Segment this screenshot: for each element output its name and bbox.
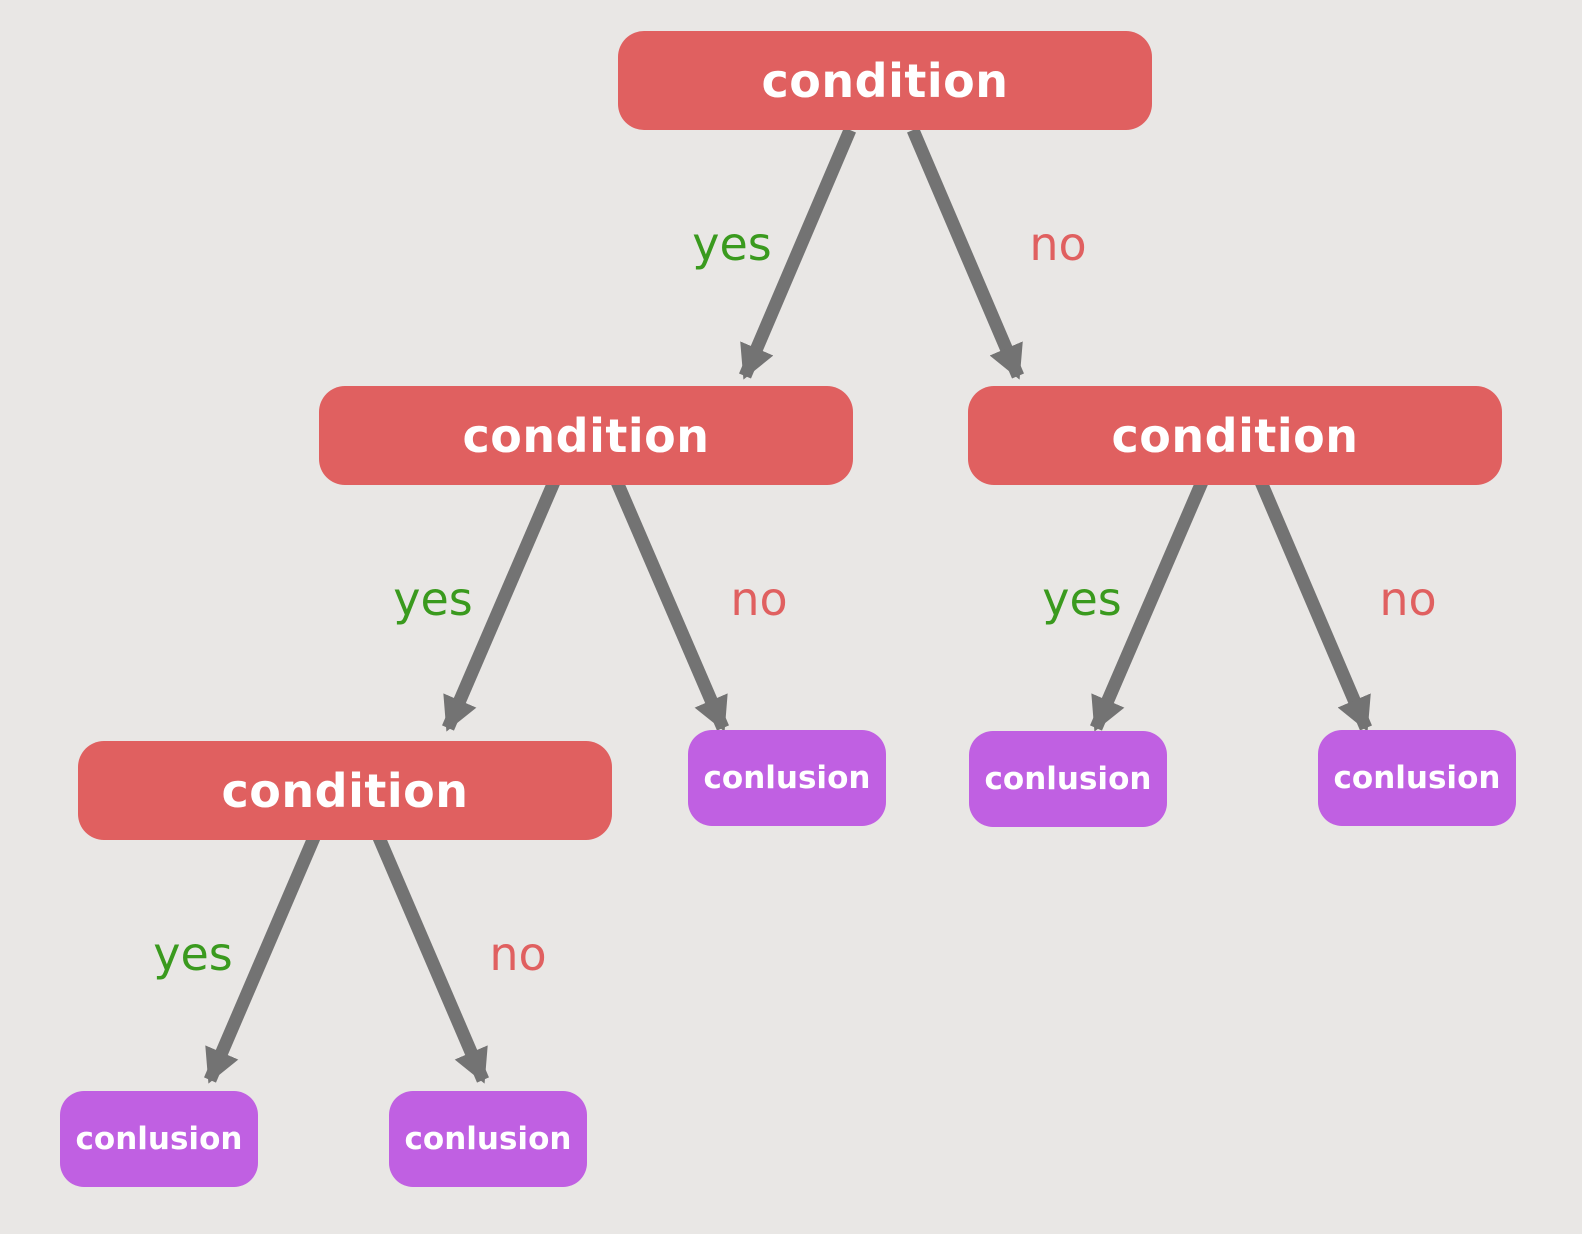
edge-right-no-arrow bbox=[1255, 479, 1372, 732]
edge-left-no-arrow bbox=[611, 479, 729, 732]
edge-root-yes-arrow bbox=[739, 127, 856, 380]
edge-root-no-arrow bbox=[907, 127, 1024, 380]
condition-node-root: condition bbox=[618, 31, 1152, 130]
branch-label-yes-left: yes bbox=[393, 572, 473, 626]
conclusion-node-right-left: conlusion bbox=[969, 731, 1167, 827]
branch-label-no-right: no bbox=[1379, 572, 1437, 626]
branch-label-yes-right: yes bbox=[1042, 572, 1122, 626]
conclusion-node-left-left-left: conlusion bbox=[60, 1091, 258, 1187]
condition-node-left: condition bbox=[319, 386, 853, 485]
edge-right-yes-arrow bbox=[1090, 479, 1208, 732]
conclusion-node-left-right: conlusion bbox=[688, 730, 886, 826]
branch-label-no-root: no bbox=[1029, 217, 1087, 271]
conclusion-node-left-left-right: conlusion bbox=[389, 1091, 587, 1187]
edge-left-yes-arrow bbox=[442, 479, 560, 732]
conclusion-node-right-right: conlusion bbox=[1318, 730, 1516, 826]
branch-label-yes-root: yes bbox=[692, 217, 772, 271]
edge-left-left-no-arrow bbox=[371, 830, 489, 1084]
edge-left-left-yes-arrow bbox=[204, 830, 322, 1084]
condition-node-right: condition bbox=[968, 386, 1502, 485]
condition-node-left-left: condition bbox=[78, 741, 612, 840]
branch-label-no-left: no bbox=[730, 572, 788, 626]
branch-label-yes-left-left: yes bbox=[153, 927, 233, 981]
branch-label-no-left-left: no bbox=[489, 927, 547, 981]
